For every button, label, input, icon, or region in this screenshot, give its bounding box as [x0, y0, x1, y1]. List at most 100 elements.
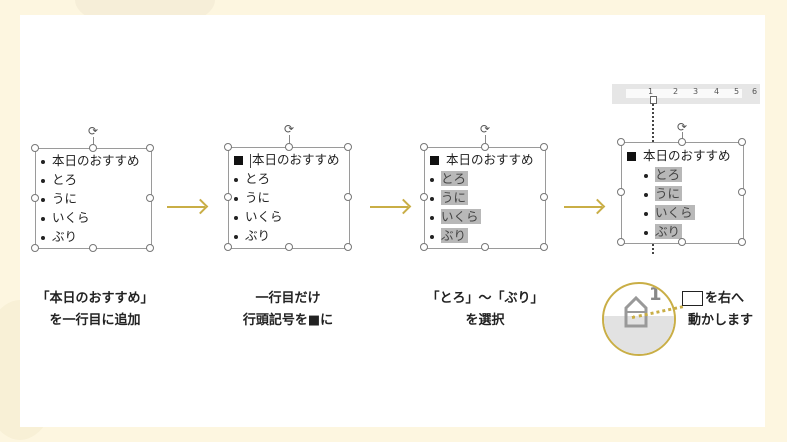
resize-handle[interactable]: [285, 143, 293, 151]
bullet-dot-icon: [41, 235, 45, 240]
resize-handle[interactable]: [285, 243, 293, 251]
list-item: ぶり: [41, 227, 77, 246]
resize-handle[interactable]: [31, 244, 39, 252]
bullet-dot-icon: [644, 173, 648, 178]
list-item: とろ: [41, 170, 77, 189]
bullet-textbox-step3[interactable]: 本日のおすすめ とろ うに いくら ぶり: [424, 147, 546, 249]
resize-handle[interactable]: [738, 138, 746, 146]
resize-handle[interactable]: [89, 244, 97, 252]
bullet-dot-icon: [644, 192, 648, 197]
resize-handle[interactable]: [617, 138, 625, 146]
list-item: 本日のおすすめ: [41, 151, 140, 170]
resize-handle[interactable]: [224, 243, 232, 251]
resize-handle[interactable]: [344, 143, 352, 151]
step3-caption: 「とろ」～「ぶり」 を選択: [410, 288, 560, 332]
magnifier-ruler-background: [604, 316, 674, 354]
step4-caption: を右へ 動かします: [682, 288, 764, 332]
caption-line: 動かします: [688, 313, 754, 328]
resize-handle[interactable]: [420, 243, 428, 251]
list-item-selected[interactable]: いくら: [644, 203, 695, 222]
ruler[interactable]: 1 2 3 4 5 6: [612, 84, 760, 104]
rotate-handle-line: [682, 132, 683, 142]
list-item-selected[interactable]: いくら: [430, 207, 481, 226]
list-item-text: とろ: [655, 167, 683, 182]
list-item-selected[interactable]: とろ: [430, 169, 469, 188]
resize-handle[interactable]: [31, 144, 39, 152]
resize-handle[interactable]: [146, 144, 154, 152]
resize-handle[interactable]: [420, 193, 428, 201]
bullet-textbox-step2[interactable]: 本日のおすすめ とろ うに いくら ぶり: [228, 147, 350, 249]
list-item-text: とろ: [245, 171, 271, 186]
resize-handle[interactable]: [540, 243, 548, 251]
resize-handle[interactable]: [540, 143, 548, 151]
resize-handle[interactable]: [344, 243, 352, 251]
step2-caption: 一行目だけ 行頭記号を■に: [218, 288, 358, 332]
bullet-square-icon: [234, 156, 243, 165]
resize-handle[interactable]: [344, 193, 352, 201]
bullet-dot-icon: [430, 196, 434, 201]
list-item-selected[interactable]: ぶり: [644, 222, 683, 241]
list-item-text: 本日のおすすめ: [52, 153, 140, 168]
list-item-text: うに: [52, 191, 78, 206]
list-item: 本日のおすすめ: [234, 150, 340, 169]
resize-handle[interactable]: [146, 244, 154, 252]
resize-handle[interactable]: [89, 144, 97, 152]
list-item-text: いくら: [441, 209, 481, 224]
resize-handle[interactable]: [617, 238, 625, 246]
indent-marker-icon[interactable]: [650, 96, 657, 104]
bullet-textbox-step4[interactable]: 本日のおすすめ とろ うに いくら ぶり: [621, 142, 744, 244]
resize-handle[interactable]: [481, 143, 489, 151]
bullet-dot-icon: [234, 215, 238, 220]
bullet-textbox-step1[interactable]: 本日のおすすめ とろ うに いくら ぶり: [35, 148, 152, 249]
step1-caption: 「本日のおすすめ」 を一行目に追加: [20, 288, 170, 332]
resize-handle[interactable]: [31, 194, 39, 202]
resize-handle[interactable]: [540, 193, 548, 201]
list-item: 本日のおすすめ: [627, 146, 731, 165]
rotate-handle-icon[interactable]: ⟳: [479, 122, 491, 136]
ruler-text-area: [626, 89, 742, 98]
resize-handle[interactable]: [481, 243, 489, 251]
resize-handle[interactable]: [224, 193, 232, 201]
list-item-text: いくら: [52, 210, 90, 225]
resize-handle[interactable]: [738, 238, 746, 246]
resize-handle[interactable]: [738, 188, 746, 196]
list-item-selected[interactable]: ぶり: [430, 226, 469, 245]
rotate-handle-icon[interactable]: ⟳: [87, 124, 99, 138]
caption-line: を選択: [465, 313, 505, 328]
list-item-text: ぶり: [52, 229, 78, 244]
magnifier-ruler-number: 1: [649, 284, 662, 305]
list-item: ぶり: [234, 226, 270, 245]
list-item: うに: [234, 188, 270, 207]
rotate-handle-icon[interactable]: ⟳: [283, 122, 295, 136]
caption-line: を一行目に追加: [49, 313, 141, 328]
list-item-selected[interactable]: とろ: [644, 165, 683, 184]
resize-handle[interactable]: [146, 194, 154, 202]
list-item-text: ぶり: [655, 224, 683, 239]
rotate-handle-icon[interactable]: ⟳: [676, 120, 688, 134]
list-item-text: うに: [441, 190, 469, 205]
list-item-text: うに: [245, 190, 271, 205]
bullet-square-icon: [430, 156, 439, 165]
resize-handle[interactable]: [617, 188, 625, 196]
bullet-dot-icon: [430, 177, 434, 182]
rotate-handle-line: [289, 135, 290, 147]
list-item: とろ: [234, 169, 270, 188]
list-item-selected[interactable]: うに: [644, 184, 683, 203]
list-item-text: とろ: [52, 172, 78, 187]
list-item-selected[interactable]: うに: [430, 188, 469, 207]
resize-handle[interactable]: [420, 143, 428, 151]
list-item: うに: [41, 189, 77, 208]
bullet-dot-icon: [430, 234, 434, 239]
caption-line: 「とろ」～「ぶり」: [426, 291, 544, 306]
bullet-dot-icon: [41, 159, 45, 164]
resize-handle[interactable]: [224, 143, 232, 151]
ruler-tick-label: 2: [673, 87, 679, 96]
rotate-handle-line: [93, 137, 94, 148]
resize-handle[interactable]: [678, 138, 686, 146]
list-item: 本日のおすすめ: [430, 150, 534, 169]
caption-line: 「本日のおすすめ」: [36, 291, 154, 306]
caption-line: 行頭記号を■に: [242, 313, 334, 328]
ruler-tick-label: 3: [693, 87, 699, 96]
list-item: いくら: [41, 208, 90, 227]
resize-handle[interactable]: [678, 238, 686, 246]
